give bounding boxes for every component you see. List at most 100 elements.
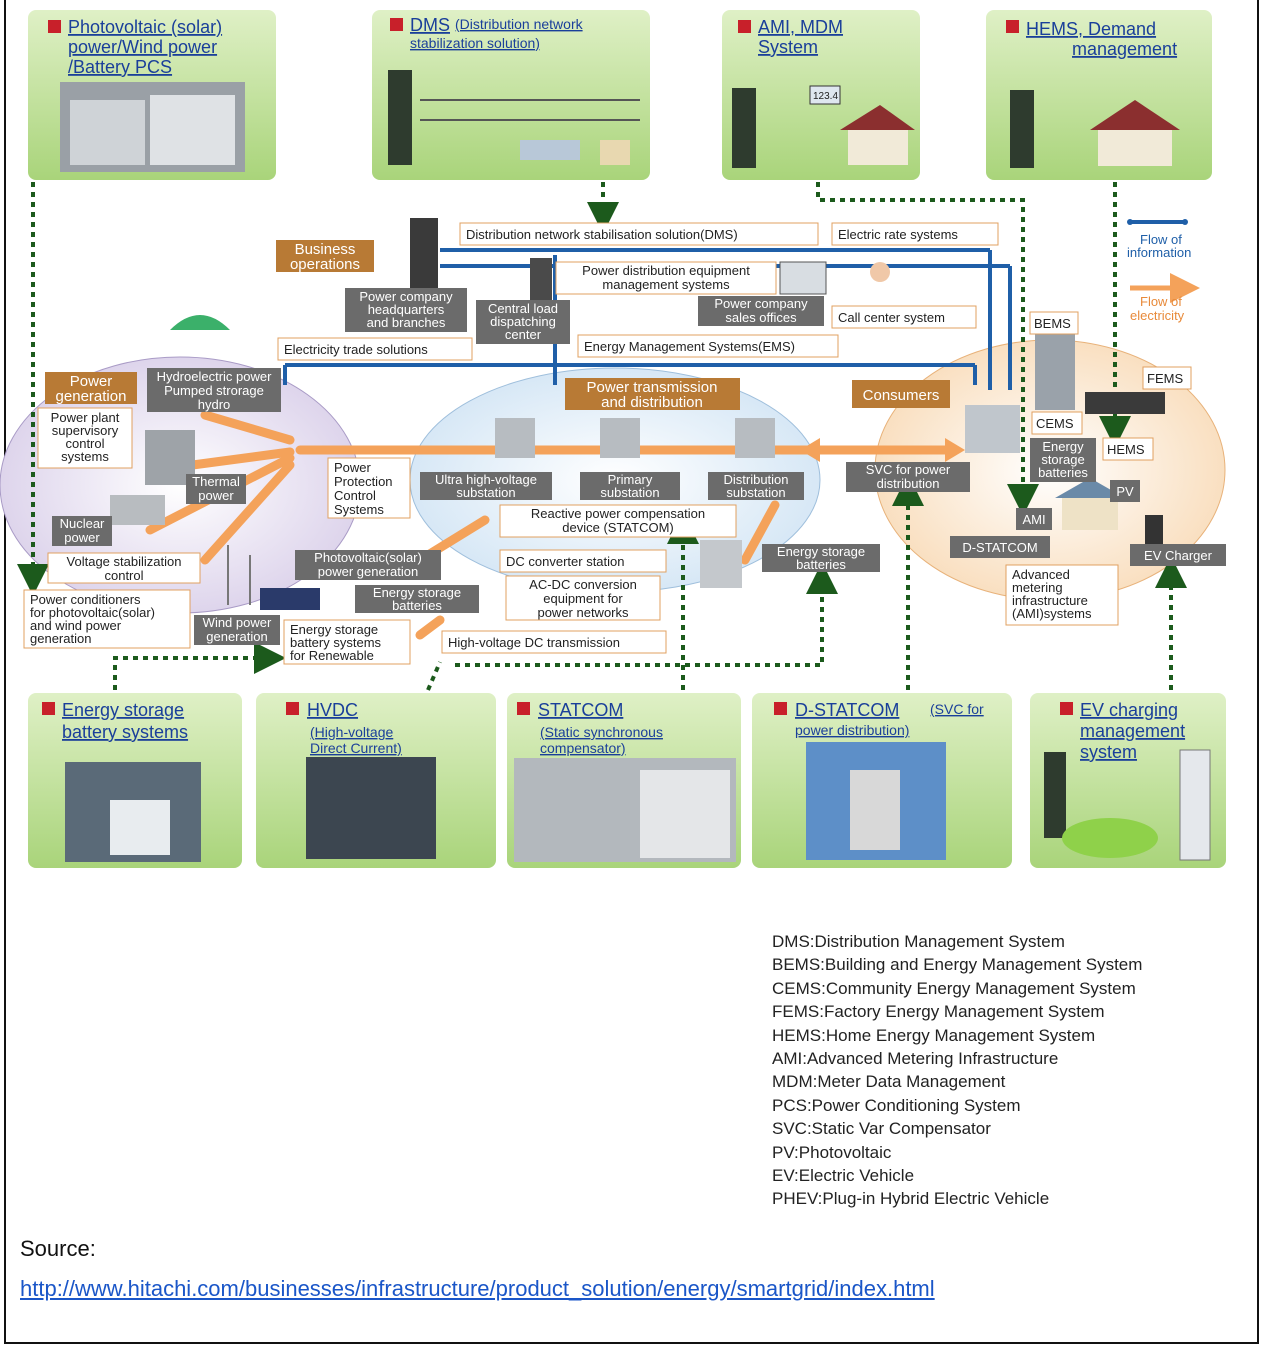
ev-charger-icon (1145, 515, 1163, 545)
label-distribution: Distribution substation (708, 472, 804, 500)
primary-substation-icon (600, 418, 640, 458)
glossary-item: PHEV:Plug-in Hybrid Electric Vehicle (772, 1189, 1050, 1209)
arrow-icon (286, 702, 299, 715)
glossary-item: AMI:Advanced Metering Infrastructure (772, 1049, 1059, 1069)
card-title-line[interactable]: management (1080, 721, 1185, 741)
section-transmission: and distribution (601, 394, 703, 411)
distribution-substation-icon (735, 418, 775, 458)
card-title[interactable]: DMS (410, 15, 450, 35)
arrow-icon (517, 702, 530, 715)
svg-text:Energy storage: Energy storage (373, 585, 461, 600)
source-link[interactable]: http://www.hitachi.com/businesses/infras… (20, 1276, 935, 1301)
card-title-line[interactable]: management (1072, 39, 1177, 59)
label-hvdc: High-voltage DC transmission (441, 630, 667, 654)
label-reactive: Reactive power compensation device (STAT… (499, 504, 737, 538)
card-title-line[interactable]: System (758, 37, 818, 57)
svg-text:batteries: batteries (1038, 465, 1088, 480)
card-title[interactable]: D-STATCOM (795, 700, 899, 720)
svg-text:dispatching: dispatching (490, 314, 556, 329)
svg-text:Nuclear: Nuclear (60, 516, 105, 531)
svg-text:Power: Power (334, 460, 372, 475)
section-transmission: Power transmission (587, 379, 718, 396)
card-subtitle-line: Direct Current) (310, 740, 402, 756)
section-generation: Power (70, 373, 113, 390)
source-label: Source: (20, 1236, 96, 1261)
card-title-line[interactable]: HEMS, Demand (1026, 19, 1156, 39)
card-title-line[interactable]: /Battery PCS (68, 57, 172, 77)
svg-text:batteries: batteries (392, 598, 442, 613)
glossary-item: BEMS:Building and Energy Management Syst… (772, 955, 1143, 975)
ultra-substation-icon (495, 418, 535, 458)
svg-text:power generation: power generation (318, 564, 418, 579)
glossary-item: MDM:Meter Data Management (772, 1072, 1006, 1092)
svg-text:Protection: Protection (334, 474, 393, 489)
card-title-line[interactable]: Energy storage (62, 700, 184, 720)
svg-text:power: power (198, 488, 234, 503)
card-title[interactable]: STATCOM (538, 700, 623, 720)
house-icon (600, 140, 630, 165)
label-esb2: Energy storage batteries (762, 544, 880, 572)
svg-text:batteries: batteries (796, 557, 846, 572)
label-hems: HEMS (1102, 437, 1154, 461)
ev-charging-station-icon (1179, 749, 1211, 861)
card-title-line[interactable]: Photovoltaic (solar) (68, 17, 222, 37)
svg-text:EV Charger: EV Charger (1144, 548, 1213, 563)
svg-text:power: power (64, 530, 100, 545)
bems-building-icon (1035, 330, 1075, 410)
label-rate: Electric rate systems (831, 222, 999, 246)
arrow-icon (738, 20, 751, 33)
svg-text:Power company: Power company (714, 296, 808, 311)
svg-text:equipment for: equipment for (543, 591, 623, 606)
glossary-item: PV:Photovoltaic (772, 1142, 892, 1162)
svg-text:device (STATCOM): device (STATCOM) (562, 520, 673, 535)
label-esbs: Energy storage battery systems for Renew… (283, 619, 411, 665)
svg-text:PV: PV (1116, 484, 1134, 499)
arrow-icon (48, 20, 61, 33)
svg-text:for photovoltaic(solar): for photovoltaic(solar) (30, 605, 155, 620)
card-title-line[interactable]: EV charging (1080, 700, 1178, 720)
svg-text:distribution: distribution (877, 476, 940, 491)
hq-server-icon (410, 218, 438, 288)
card-title[interactable]: HVDC (307, 700, 358, 720)
card-title-line[interactable]: system (1080, 742, 1137, 762)
legend-flow-electricity: Flow of (1140, 294, 1182, 309)
label-primary: Primary substation (580, 472, 680, 500)
label-central: Central load dispatching center (476, 300, 570, 344)
svg-text:center: center (505, 327, 542, 342)
card-title-suffix: (SVC for (930, 701, 984, 717)
svg-text:HEMS: HEMS (1107, 442, 1145, 457)
svg-text:Distribution network stabilisa: Distribution network stabilisation solut… (466, 227, 738, 242)
svg-text:Control: Control (334, 488, 376, 503)
label-dc: DC converter station (499, 549, 667, 573)
svg-text:Energy Management Systems(EMS): Energy Management Systems(EMS) (584, 339, 795, 354)
svg-text:metering: metering (1012, 580, 1063, 595)
label-amisys: Advanced metering infrastructure (AMI)sy… (1005, 564, 1119, 626)
card-title-line[interactable]: AMI, MDM (758, 17, 843, 37)
svg-text:(AMI)systems: (AMI)systems (1012, 606, 1092, 621)
svg-text:High-voltage DC transmission: High-voltage DC transmission (448, 635, 620, 650)
legend-flow-information: Flow of (1140, 232, 1182, 247)
section-generation: generation (56, 388, 127, 405)
svg-text:substation: substation (600, 485, 659, 500)
card-title-line[interactable]: battery systems (62, 722, 188, 742)
card-title-line[interactable]: power/Wind power (68, 37, 217, 57)
label-ami: AMI (1016, 508, 1052, 530)
label-wind: Wind power generation (194, 615, 280, 645)
meter-readout: 123.4 (813, 91, 838, 102)
server-icon (388, 70, 412, 165)
svg-text:Voltage stabilization: Voltage stabilization (67, 554, 182, 569)
hydro-icon (170, 315, 230, 330)
glossary-item: SVC:Static Var Compensator (772, 1119, 991, 1139)
label-dstatcom: D-STATCOM (950, 536, 1050, 558)
svg-text:FEMS: FEMS (1147, 371, 1183, 386)
label-svc: SVC for power distribution (846, 462, 970, 492)
arrow-icon (1060, 702, 1073, 715)
server-icon (732, 88, 756, 168)
label-pvgen: Photovoltaic(solar) power generation (295, 550, 441, 580)
card-hems: HEMS, Demand management (986, 10, 1212, 180)
svg-text:and wind power: and wind power (30, 618, 122, 633)
svg-text:substation: substation (456, 485, 515, 500)
svg-text:control: control (65, 436, 104, 451)
sales-office-icon (779, 261, 827, 295)
label-trade: Electricity trade solutions (277, 337, 473, 361)
